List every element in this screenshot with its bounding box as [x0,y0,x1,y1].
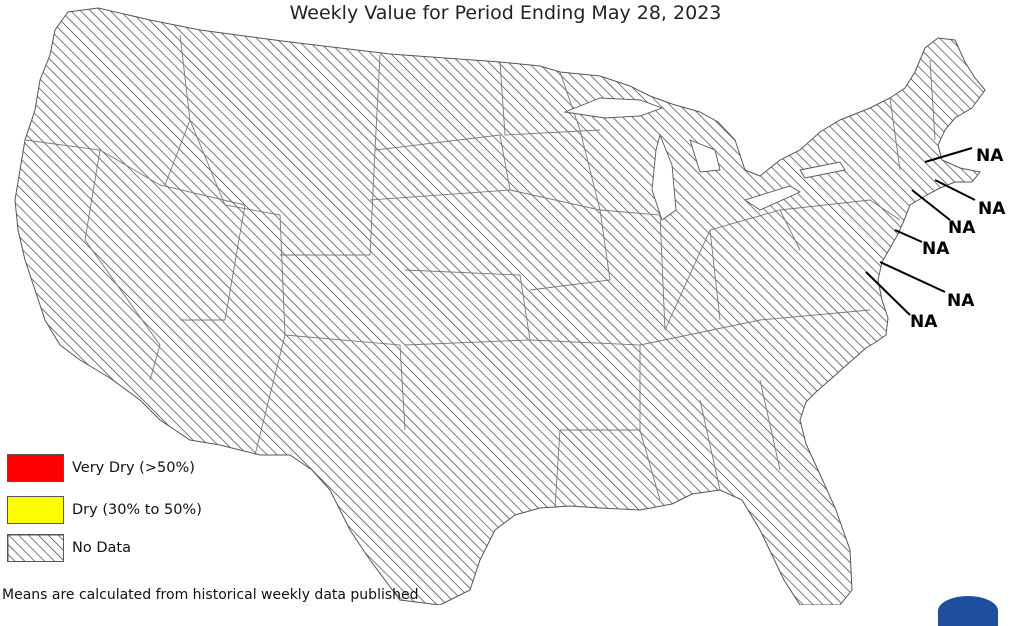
great-lakes [563,97,846,221]
legend-label-very-dry: Very Dry (>50%) [72,460,195,476]
us-map: NA NA NA NA NA NA [14,7,1006,605]
legend-label-no-data: No Data [72,540,131,556]
na-label-5: NA [947,291,975,311]
legend-label-dry: Dry (30% to 50%) [72,502,202,518]
na-leader-lines [865,147,976,316]
legend-item-very-dry: Very Dry (>50%) [7,453,195,483]
map-title: Weekly Value for Period Ending May 28, 2… [289,2,722,24]
footnote: Means are calculated from historical wee… [2,587,419,603]
legend-swatch-red [7,454,64,482]
legend-swatch-yellow [7,496,64,524]
na-label-2: NA [978,199,1006,219]
na-label-6: NA [910,312,938,332]
us-landmass [14,7,986,605]
legend-swatch-hatch [7,534,64,562]
na-label-1: NA [976,146,1004,166]
state-borders [24,34,936,509]
na-label-3: NA [948,218,976,238]
legend-item-no-data: No Data [7,533,131,563]
agency-logo [938,596,998,626]
legend-item-dry: Dry (30% to 50%) [7,495,202,525]
na-label-4: NA [922,239,950,259]
